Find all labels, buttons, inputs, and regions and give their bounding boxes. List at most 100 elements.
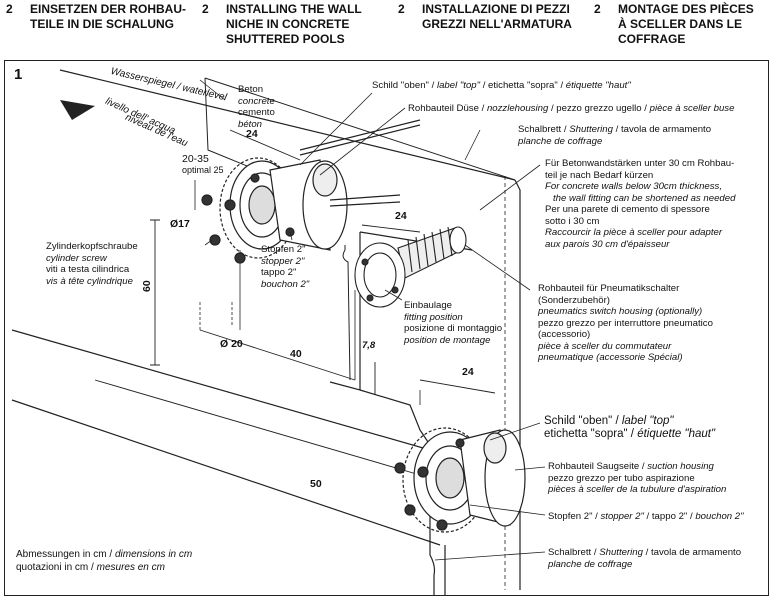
pneumatic-line: (Sonderzubehör): [538, 294, 610, 306]
wall-note-line: the wall fitting can be shortened as nee…: [553, 192, 736, 204]
dim-24-middle: 24: [395, 210, 407, 222]
concrete-it: cemento: [238, 107, 275, 118]
screw-it: viti a testa cilindrica: [46, 264, 130, 275]
label-top-en: label "top": [436, 80, 481, 91]
pneumatic-line: (accessorio): [538, 329, 591, 340]
stopper-fr: bouchon 2": [695, 511, 744, 522]
shuttering-it: tavola de armamento: [620, 124, 712, 135]
screw-en: cylinder screw: [46, 252, 107, 264]
cylinder-screw-label: Zylinderkopfschraube cylinder screw viti…: [46, 241, 138, 287]
suction-housing-label: Rohbauteil Saugseite / suction housing p…: [548, 461, 727, 495]
nozzle-housing: [201, 119, 421, 264]
stopper-label-upper: Stopfen 2" stopper 2" tappo 2" bouchon 2…: [261, 244, 309, 290]
pneumatic-line: Rohbauteil für Pneumatikschalter: [538, 283, 680, 294]
label-top-de: Schild "oben": [544, 415, 613, 427]
wall-note-line: teil je nach Bedarf kürzen: [545, 169, 654, 181]
wall-note-line: sotto i 30 cm: [545, 215, 600, 227]
label-top-upper: Schild "oben" / label "top" / etichetta …: [372, 80, 631, 91]
label-top-fr: étiquette "haut": [565, 80, 631, 91]
fitting-fr: position de montage: [404, 334, 491, 346]
label-top-de: Schild "oben": [372, 80, 429, 91]
shuttering-de: Schalbrett: [548, 547, 592, 558]
stopper-fr: bouchon 2": [261, 278, 310, 290]
suction-fr: pièces à sceller de la tubulure d'aspira…: [548, 484, 727, 495]
header-col-text: INSTALLAZIONE DI PEZZI GREZZI NELL'ARMAT…: [422, 2, 572, 31]
header-col-number: 2: [202, 2, 209, 16]
dim-24-lower: 24: [462, 366, 474, 378]
dim-20-35: 20-35: [182, 153, 209, 165]
header-col-number: 2: [594, 2, 601, 16]
units-fr: mesures en cm: [96, 562, 165, 573]
shuttering-it: tavola de armamento: [650, 547, 742, 558]
shuttering-label-upper: Schalbrett / Shuttering / tavola de arma…: [518, 124, 712, 147]
shuttering-en: Shuttering: [599, 547, 643, 558]
wall-thickness-note: Für Betonwandstärken unter 30 cm Rohbau-…: [545, 158, 735, 250]
stopper-en: stopper 2": [600, 511, 644, 522]
lower-shuttering-edge: [429, 445, 436, 595]
units-it: quotazioni in cm: [16, 562, 89, 573]
nozzle-housing-label: Rohbauteil Düse / nozzlehousing / pezzo …: [408, 103, 735, 114]
concrete-en: concrete: [238, 95, 275, 107]
stopper-en: stopper 2": [261, 255, 305, 267]
shuttering-de: Schalbrett: [518, 124, 562, 135]
fitting-en: fitting position: [404, 311, 463, 323]
concrete-label: Beton concrete cemento béton: [238, 84, 275, 130]
fitting-position-label: Einbaulage fitting position posizione di…: [404, 300, 502, 346]
fitting-de: Einbaulage: [404, 300, 453, 311]
concrete-de: Beton: [238, 84, 264, 95]
pneumatic-switch-label: Rohbauteil für Pneumatikschalter (Sonder…: [538, 283, 713, 364]
pneumatic-switch-housing: [354, 226, 467, 308]
label-top-it: etichetta "sopra": [488, 80, 558, 91]
diagram-panel: [4, 60, 769, 596]
wall-note-line: Für Betonwandstärken unter 30 cm Rohbau-: [545, 158, 735, 169]
dim-60: 60: [141, 280, 153, 292]
nozzle-fr: pièce à sceller buse: [649, 103, 735, 114]
concrete-fr: béton: [238, 118, 263, 130]
shuttering-label-lower: Schalbrett / Shuttering / tavola de arma…: [548, 547, 742, 570]
suction-en: suction housing: [647, 461, 714, 472]
header-col-number: 2: [6, 2, 13, 16]
water-level-marker: [60, 100, 95, 120]
nozzle-de: Rohbauteil Düse: [408, 103, 479, 114]
stopper-it: tappo 2": [651, 511, 688, 522]
pneumatic-line: pneumatics switch housing (optionally): [538, 306, 703, 317]
stopper-de: Stopfen 2": [261, 244, 306, 255]
pneumatic-line: pezzo grezzo per interruttore pneumatico: [538, 317, 713, 329]
suction-housing: [394, 427, 526, 533]
wall-note-line: Per una parete di cemento di spessore: [545, 204, 710, 215]
nozzle-en: nozzlehousing: [486, 103, 549, 114]
nozzle-it: pezzo grezzo ugello: [556, 103, 642, 114]
dim-optimal: optimal 25: [182, 165, 224, 175]
shuttering-fr: planche de coffrage: [548, 558, 633, 570]
pneumatic-line: pièce à sceller du commutateur: [538, 340, 672, 352]
header-col-text: MONTAGE DES PIÈCES À SCELLER DANS LE COF…: [618, 2, 754, 46]
suction-it: pezzo grezzo per tubo aspirazione: [548, 472, 695, 484]
wall-note-line: Raccourcir la pièce à sceller pour adapt…: [545, 227, 723, 238]
header-col-number: 2: [398, 2, 405, 16]
shuttering-en: Shuttering: [569, 124, 613, 135]
stopper-it: tappo 2": [261, 267, 297, 278]
fitting-it: posizione di montaggio: [404, 323, 503, 334]
wall-top-edge: [59, 69, 516, 181]
units-de: Abmessungen in cm: [16, 549, 107, 560]
shuttering-right-edge: [514, 179, 521, 590]
label-top-lower: Schild "oben" / label "top" etichetta "s…: [544, 415, 716, 440]
stopper-label-lower: Stopfen 2" / stopper 2" / tappo 2" / bou…: [548, 511, 744, 522]
figure-number: 1: [14, 66, 23, 83]
pneumatic-line: pneumatique (accessorie Spécial): [538, 352, 683, 363]
dim-40: 40: [290, 348, 302, 360]
label-top-fr: étiquette "haut": [637, 428, 716, 440]
label-top-en: label "top": [621, 415, 674, 427]
dimension-water-depth: 20-35 optimal 25: [182, 154, 224, 176]
screw-de: Zylinderkopfschraube: [46, 241, 138, 252]
dim-7-8: 7,8: [362, 340, 376, 351]
screw-fr: vis à tête cylindrique: [46, 275, 133, 287]
dim-24-upper: 24: [246, 128, 258, 140]
wall-note-line: aux parois 30 cm d'épaisseur: [545, 238, 670, 250]
header-col-text: EINSETZEN DER ROHBAU- TEILE IN DIE SCHAL…: [30, 2, 187, 31]
suction-de: Rohbauteil Saugseite: [548, 461, 640, 472]
dim-phi17: Ø17: [170, 218, 190, 230]
wall-note-line: For concrete walls below 30cm thickness,: [545, 181, 723, 192]
dim-phi20: Ø 20: [220, 338, 243, 350]
